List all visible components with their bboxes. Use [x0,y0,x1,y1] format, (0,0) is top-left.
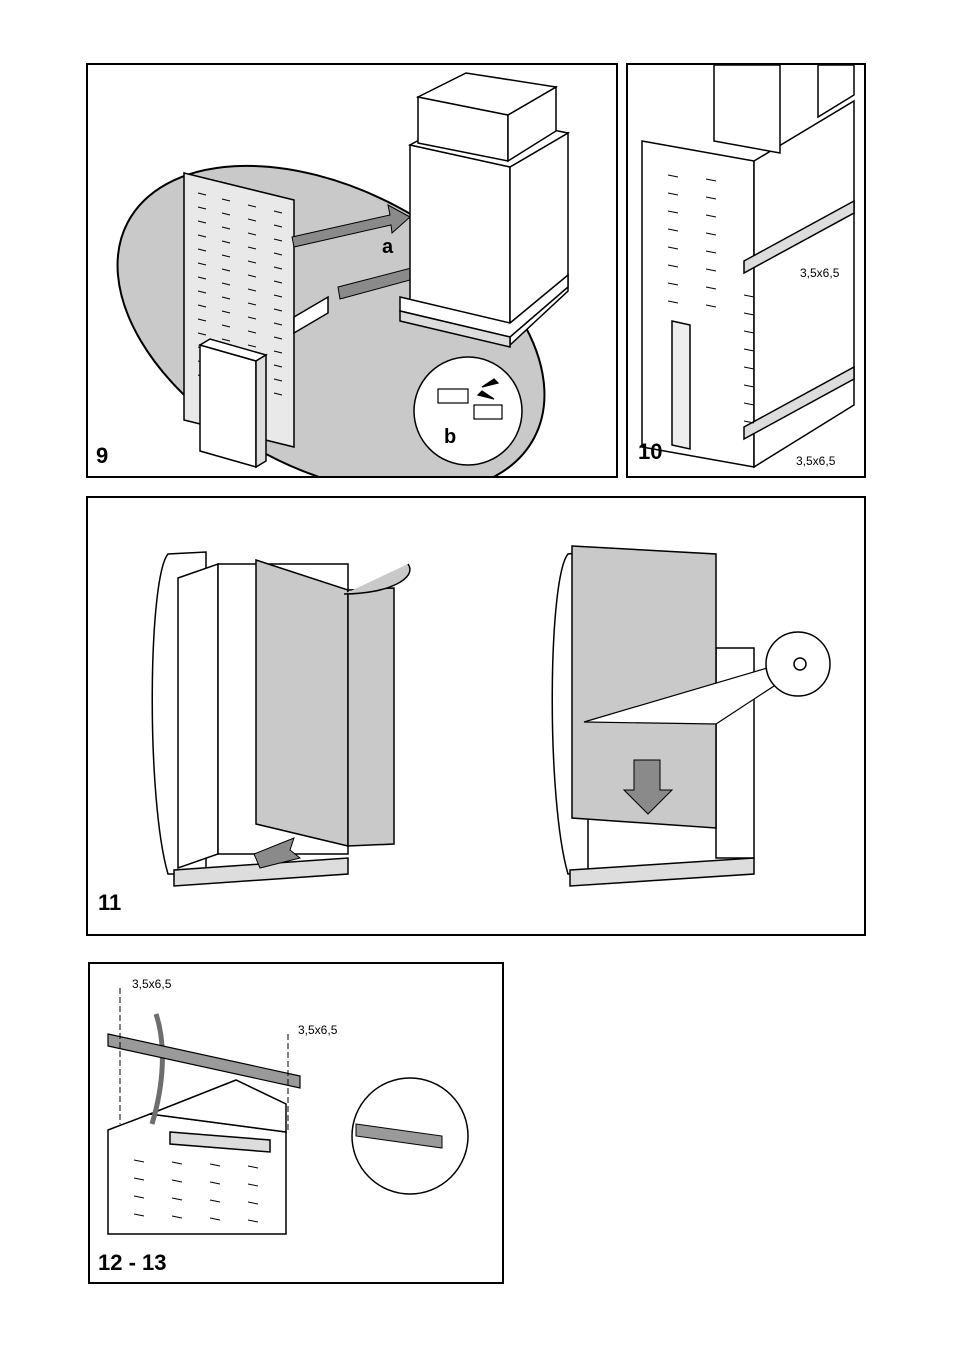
swing-arrow [344,564,410,594]
panel-step-12-13: 3,5x6,5 3,5x6,5 12 - 13 [88,962,504,1284]
control-box [200,345,256,467]
panel-step-9: a b 9 [86,63,618,478]
connector-inset [414,357,522,465]
bracket-strip [108,1034,300,1088]
label-b: b [444,426,456,448]
cable [152,1014,162,1124]
screw-label-lower: 3,5x6,5 [796,454,836,468]
step-number-9: 9 [96,443,108,469]
step-number-12-13: 12 - 13 [98,1250,167,1276]
step-number-11: 11 [98,890,121,916]
hood-unit [400,73,568,347]
panel-step-10: 3,5x6,5 3,5x6,5 10 [626,63,866,478]
panel-step-11: 11 [86,496,866,936]
step-9-illustration: a b [88,65,618,478]
opening-panel [256,560,348,846]
screw-label-left: 3,5x6,5 [132,977,172,991]
screw-label-right: 3,5x6,5 [298,1023,338,1037]
step-10-illustration: 3,5x6,5 3,5x6,5 [628,65,866,478]
step-number-10: 10 [638,439,662,465]
hood-top-12 [108,1080,286,1234]
screw-label-upper: 3,5x6,5 [800,266,840,280]
step-12-13-illustration: 3,5x6,5 3,5x6,5 [90,964,504,1284]
label-a: a [382,236,394,258]
step-11-illustration [88,498,866,936]
